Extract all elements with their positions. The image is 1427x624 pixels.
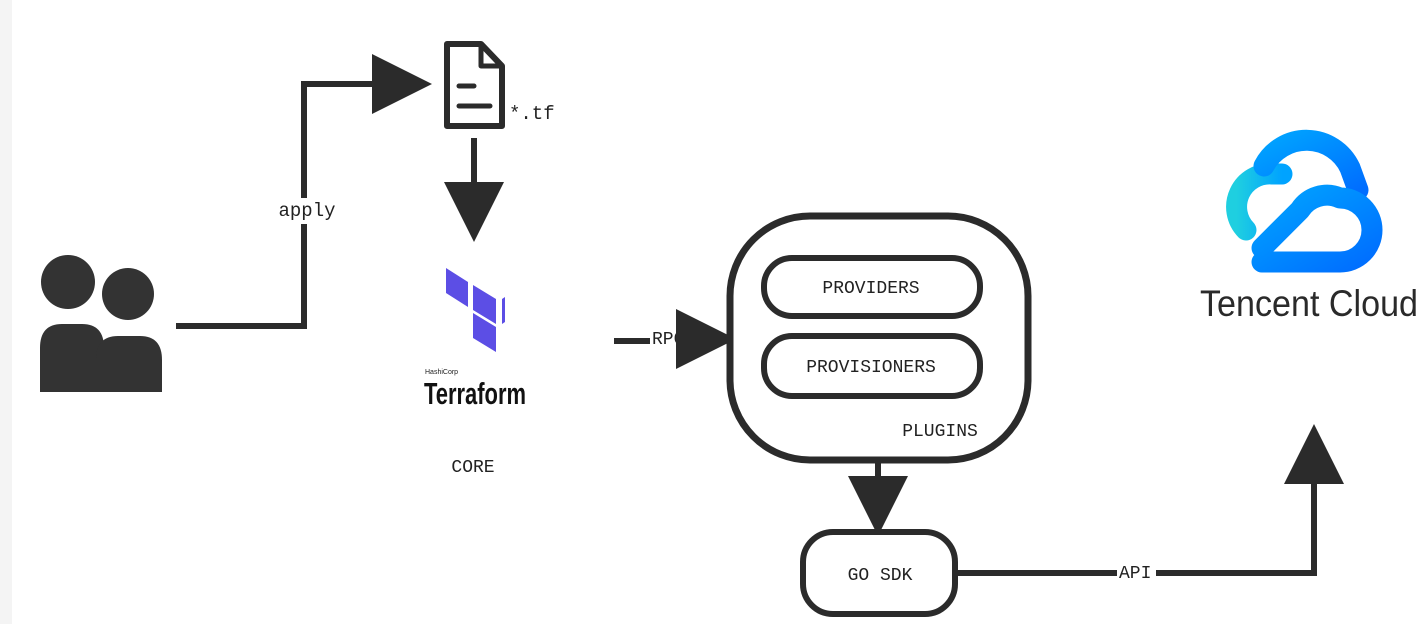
providers-box <box>761 255 983 319</box>
api-connector: API <box>957 424 1344 584</box>
api-label: API <box>1119 564 1151 584</box>
plugins-label: PLUGINS <box>902 422 978 442</box>
file-icon <box>444 41 505 129</box>
rpc-connector: RPC <box>614 309 736 369</box>
tencent-cloud-text: Tencent Cloud <box>1200 283 1418 324</box>
apply-connector: apply <box>176 54 432 329</box>
rpc-label: RPC <box>652 330 685 350</box>
provisioners-box <box>761 333 983 399</box>
go-sdk-box <box>800 529 958 617</box>
users-icon <box>40 255 162 392</box>
left-edge <box>0 0 12 624</box>
providers-label: PROVIDERS <box>822 279 919 299</box>
terraform-logo <box>446 268 505 352</box>
tencent-cloud-logo <box>1226 129 1383 273</box>
terraform-name-text: Terraform <box>424 376 526 411</box>
apply-label: apply <box>278 200 335 222</box>
terraform-vendor-text: HashiCorp <box>425 369 458 376</box>
provisioners-label: PROVISIONERS <box>806 358 936 378</box>
go-sdk-label: GO SDK <box>848 566 913 586</box>
tf-file-label: *.tf <box>509 103 555 125</box>
core-label: CORE <box>451 458 494 478</box>
